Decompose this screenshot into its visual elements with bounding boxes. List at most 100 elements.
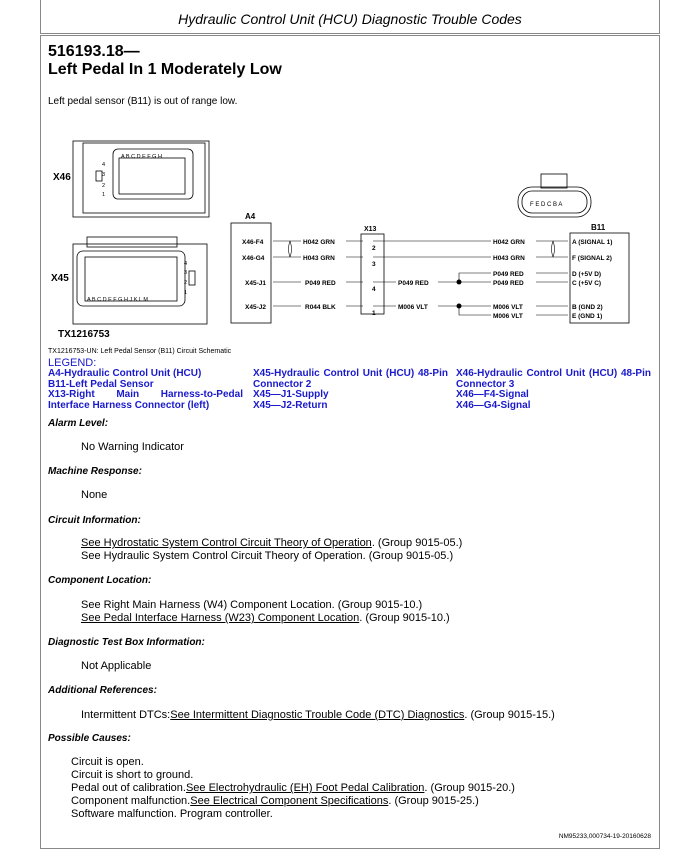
row-label: 1 xyxy=(184,290,187,296)
hydrostatic-theory-link[interactable]: See Hydrostatic System Control Circuit T… xyxy=(81,537,372,549)
ref-prefix: Intermittent DTCs: xyxy=(81,709,171,721)
row-label: 3 xyxy=(184,270,187,276)
a4-pin: X46-F4 xyxy=(242,239,264,246)
legend-item: B11-Left Pedal Sensor xyxy=(48,378,154,390)
row-label: 2 xyxy=(184,280,187,286)
x13-label: X13 xyxy=(364,226,377,233)
cause-text: Pedal out of calibration. xyxy=(71,782,186,794)
a4-pin: X46-G4 xyxy=(242,255,265,262)
b11-terminal: C (+5V C) xyxy=(572,280,601,287)
circuit-info-text: See Hydrostatic System Control Circuit T… xyxy=(81,537,462,563)
alarm-level-value: No Warning Indicator xyxy=(81,441,184,453)
cause-text: Component malfunction. xyxy=(71,795,191,807)
wire-label: H043 GRN xyxy=(493,255,525,262)
hydraulic-theory-text: See Hydraulic System Control Circuit The… xyxy=(81,550,454,562)
group-ref: . (Group 9015-15.) xyxy=(464,709,555,721)
figure-id: TX1216753 xyxy=(58,329,110,340)
a4-box xyxy=(230,222,272,324)
circuit-info-label: Circuit Information: xyxy=(48,515,141,526)
wires xyxy=(273,240,568,316)
legend: LEGEND: A4-Hydraulic Control Unit (HCU) … xyxy=(48,358,653,411)
w23-location-link[interactable]: See Pedal Interface Harness (W23) Compon… xyxy=(81,612,360,624)
b11-terminal: B (GND 2) xyxy=(572,304,603,311)
cause-item: Circuit is open. xyxy=(71,756,144,768)
a4-label: A4 xyxy=(245,212,256,221)
legend-item: X45—J1-Supply xyxy=(253,389,329,400)
x13-box xyxy=(360,233,385,315)
header-title: Hydraulic Control Unit (HCU) Diagnostic … xyxy=(178,11,522,27)
group-ref: . (Group 9015-05.) xyxy=(371,537,463,549)
row-label: 1 xyxy=(102,192,105,198)
additional-refs-text: Intermittent DTCs:See Intermittent Diagn… xyxy=(81,709,555,722)
figure-caption: TX1216753-UN: Left Pedal Sensor (B11) Ci… xyxy=(48,348,232,355)
cause-item: Circuit is short to ground. xyxy=(71,769,194,781)
b11-plug-drawing xyxy=(517,173,592,218)
legend-item: X46-Hydraulic Control Unit (HCU) 48-Pin … xyxy=(456,368,651,390)
w4-location-text: See Right Main Harness (W4) Component Lo… xyxy=(81,599,423,611)
row-label: 4 xyxy=(102,162,105,168)
wire-label: M006 VLT xyxy=(493,313,523,320)
dtc-code: 516193.18— xyxy=(48,43,140,60)
x45-label: X45 xyxy=(51,273,69,284)
component-location-label: Component Location: xyxy=(48,575,152,586)
a4-pin: X45-J1 xyxy=(245,280,266,287)
machine-response-value: None xyxy=(81,489,108,501)
row-label: 4 xyxy=(184,261,187,267)
possible-causes-list: Circuit is open. Circuit is short to gro… xyxy=(71,756,515,821)
component-specs-link[interactable]: See Electrical Component Specifications xyxy=(190,795,389,807)
x13-pin: 4 xyxy=(372,286,376,293)
x13-pin: 3 xyxy=(372,261,376,268)
b11-terminal: F (SIGNAL 2) xyxy=(572,255,612,262)
a4-pin: X45-J2 xyxy=(245,304,266,311)
b11-terminal: E (GND 1) xyxy=(572,313,602,320)
dtc-description: Left pedal sensor (B11) is out of range … xyxy=(48,96,238,107)
test-box-label: Diagnostic Test Box Information: xyxy=(48,637,205,648)
alarm-level-label: Alarm Level: xyxy=(48,418,109,429)
legend-item: X13-Right Main Harness-to-Pedal Interfac… xyxy=(48,389,243,411)
group-ref: . (Group 9015-10.) xyxy=(359,612,450,624)
wire-label: P049 RED xyxy=(493,280,524,287)
cause-item: Component malfunction.See Electrical Com… xyxy=(71,795,515,808)
b11-label: B11 xyxy=(591,223,606,232)
document-reference: NM95233,000734-19-20160628 xyxy=(558,833,651,840)
x45-column-letters: A B C D E F G H J K L M xyxy=(87,297,148,303)
group-ref: . (Group 9015-20.) xyxy=(424,782,515,794)
machine-response-label: Machine Response: xyxy=(48,466,142,477)
intermittent-dtc-link[interactable]: See Intermittent Diagnostic Trouble Code… xyxy=(170,709,465,721)
x45-connector-drawing xyxy=(72,236,208,325)
wire-label: H042 GRN xyxy=(493,239,525,246)
b11-box xyxy=(569,232,630,324)
pedal-calibration-link[interactable]: See Electrohydraulic (EH) Foot Pedal Cal… xyxy=(185,782,425,794)
component-location-text: See Right Main Harness (W4) Component Lo… xyxy=(81,599,450,625)
legend-item: X45—J2-Return xyxy=(253,399,328,411)
page-header: Hydraulic Control Unit (HCU) Diagnostic … xyxy=(40,0,660,34)
legend-item: X46—G4-Signal xyxy=(456,399,531,411)
row-label: 3 xyxy=(102,172,105,178)
b11-terminal: A (SIGNAL 1) xyxy=(572,239,612,246)
wire-label: R044 BLK xyxy=(305,304,336,311)
wire-label: P049 RED xyxy=(493,271,524,278)
group-ref: . (Group 9015-25.) xyxy=(388,795,479,807)
splice-dot xyxy=(456,303,462,309)
dtc-title: Left Pedal In 1 Moderately Low xyxy=(48,61,282,78)
b11-terminal: D (+5V D) xyxy=(572,271,601,278)
x13-pin: 2 xyxy=(372,245,376,252)
x46-column-letters: A B C D E F G H xyxy=(121,154,162,160)
x46-label: X46 xyxy=(53,172,71,183)
wire-label: H043 GRN xyxy=(303,255,335,262)
circuit-schematic: X46 A B C D E F G H 4 3 2 1 X45 A B C D … xyxy=(51,140,630,340)
dtc-heading: 516193.18—Left Pedal In 1 Moderately Low xyxy=(48,43,282,79)
dtc-page: 516193.18—Left Pedal In 1 Moderately Low… xyxy=(40,35,660,849)
row-label: 2 xyxy=(102,183,105,189)
wire-label: M006 VLT xyxy=(398,304,428,311)
possible-causes-label: Possible Causes: xyxy=(48,733,131,744)
wire-label: H042 GRN xyxy=(303,239,335,246)
cause-item: Software malfunction. Program controller… xyxy=(71,808,273,820)
wire-label: P049 RED xyxy=(305,280,336,287)
legend-item: X46—F4-Signal xyxy=(456,389,529,400)
legend-item: A4-Hydraulic Control Unit (HCU) xyxy=(48,368,202,379)
cause-item: Pedal out of calibration.See Electrohydr… xyxy=(71,782,515,795)
wire-label: P049 RED xyxy=(398,280,429,287)
splice-dot xyxy=(456,279,462,285)
legend-item: X45-Hydraulic Control Unit (HCU) 48-Pin … xyxy=(253,368,448,390)
